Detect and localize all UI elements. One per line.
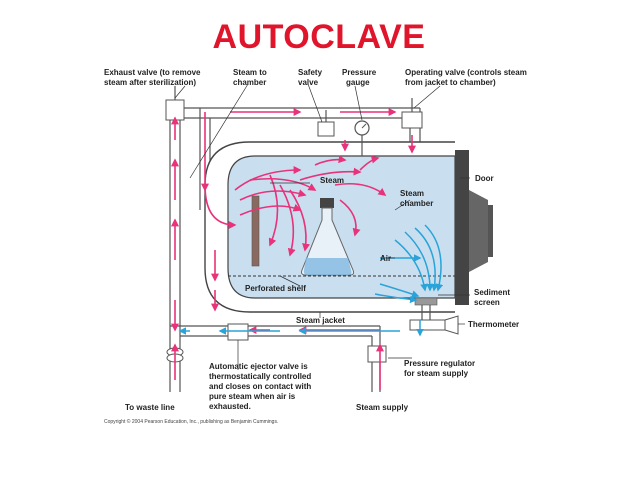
label-steam-to-chamber: Steam to chamber	[233, 68, 267, 87]
exhaust-valve-icon	[165, 86, 185, 121]
operating-valve-icon	[401, 98, 423, 129]
label-safety-valve: Safety valve	[298, 68, 323, 87]
safety-valve-icon	[317, 110, 335, 137]
svg-text:Automatic ejector valve is: Automatic ejector valve is	[209, 362, 308, 371]
svg-text:from jacket to chamber): from jacket to chamber)	[405, 78, 496, 87]
label-steam: Steam	[320, 176, 344, 185]
svg-text:Steam: Steam	[400, 189, 424, 198]
door-icon	[455, 150, 493, 305]
label-door: Door	[475, 174, 494, 183]
pressure-gauge-icon	[354, 120, 370, 156]
svg-text:Steam to: Steam to	[233, 68, 267, 77]
page-title: AUTOCLAVE	[212, 18, 426, 56]
perforated-plate	[251, 195, 260, 267]
svg-text:Safety: Safety	[298, 68, 323, 77]
ejector-valve-icon	[227, 323, 249, 341]
label-exhaust-valve: Exhaust valve (to remove steam after ste…	[104, 68, 201, 87]
svg-text:chamber: chamber	[400, 199, 433, 208]
svg-text:exhausted.: exhausted.	[209, 402, 251, 411]
label-pressure-gauge: Pressure gauge	[342, 68, 377, 87]
label-thermometer: Thermometer	[468, 320, 519, 329]
flask-icon	[301, 198, 355, 276]
label-automatic-ejector: Automatic ejector valve is thermostatica…	[209, 362, 311, 411]
svg-text:thermostatically controlled: thermostatically controlled	[209, 372, 311, 381]
svg-text:valve: valve	[298, 78, 319, 87]
air-flow-arrows	[178, 224, 444, 337]
thermometer-icon	[409, 315, 459, 335]
label-air: Air	[380, 254, 391, 263]
svg-text:Sediment: Sediment	[474, 288, 510, 297]
svg-text:Pressure regulator: Pressure regulator	[404, 359, 475, 368]
svg-text:chamber: chamber	[233, 78, 266, 87]
svg-text:for steam supply: for steam supply	[404, 369, 469, 378]
label-sediment-screen: Sediment screen	[474, 288, 510, 307]
label-steam-supply: Steam supply	[356, 403, 409, 412]
label-pressure-regulator: Pressure regulator for steam supply	[404, 359, 475, 378]
label-steam-chamber: Steam chamber	[400, 189, 433, 208]
leader-lines	[174, 83, 470, 370]
label-operating-valve: Operating valve (controls steam from jac…	[405, 68, 527, 87]
sediment-screen-icon	[414, 297, 438, 306]
svg-text:Exhaust valve (to remove: Exhaust valve (to remove	[104, 68, 201, 77]
label-to-waste-line: To waste line	[125, 403, 175, 412]
piping	[169, 107, 421, 392]
label-steam-jacket: Steam jacket	[296, 316, 345, 325]
svg-text:Operating valve (controls stea: Operating valve (controls steam	[405, 68, 527, 77]
label-perforated-shelf: Perforated shelf	[245, 284, 306, 293]
svg-text:screen: screen	[474, 298, 500, 307]
svg-text:pure steam when air is: pure steam when air is	[209, 392, 296, 401]
svg-text:gauge: gauge	[346, 78, 370, 87]
svg-text:and closes on contact with: and closes on contact with	[209, 382, 311, 391]
copyright-text: Copyright © 2004 Pearson Education, Inc.…	[104, 418, 278, 425]
svg-text:steam after sterilization): steam after sterilization)	[104, 78, 196, 87]
steam-flow-arrows	[171, 108, 416, 390]
svg-text:Pressure: Pressure	[342, 68, 377, 77]
pressure-regulator-icon	[367, 345, 387, 363]
